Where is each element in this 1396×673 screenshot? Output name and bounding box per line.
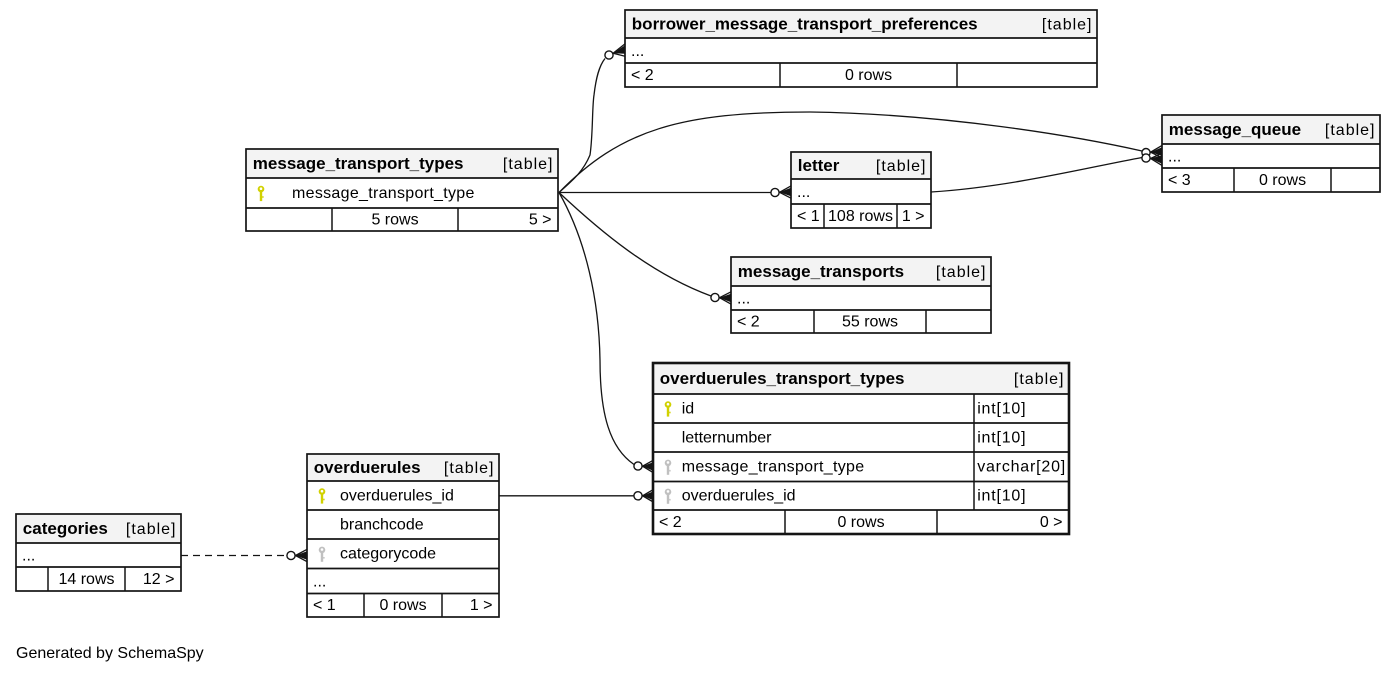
svg-text:0 rows: 0 rows — [379, 597, 426, 614]
svg-text:branchcode: branchcode — [340, 516, 424, 533]
svg-text:overduerules_transport_types: overduerules_transport_types — [660, 369, 905, 388]
svg-text:...: ... — [631, 43, 644, 60]
svg-text:0 rows: 0 rows — [845, 67, 892, 84]
svg-text:...: ... — [737, 291, 750, 308]
svg-text:[table]: [table] — [503, 156, 554, 173]
svg-text:5 >: 5 > — [529, 212, 552, 229]
svg-text:message_transports: message_transports — [738, 262, 904, 281]
svg-text:[table]: [table] — [936, 264, 987, 281]
svg-text:0 rows: 0 rows — [837, 514, 884, 531]
svg-text:id: id — [682, 400, 694, 417]
svg-text:letter: letter — [798, 156, 840, 175]
svg-text:1 >: 1 > — [902, 208, 925, 225]
svg-text:< 2: < 2 — [659, 514, 682, 531]
svg-text:message_transport_type: message_transport_type — [292, 185, 475, 202]
svg-text:[table]: [table] — [1325, 122, 1376, 139]
svg-text:[table]: [table] — [1014, 371, 1065, 388]
svg-text:categorycode: categorycode — [340, 546, 436, 563]
svg-text:[table]: [table] — [876, 158, 927, 175]
svg-text:int[10]: int[10] — [977, 400, 1026, 417]
svg-text:55 rows: 55 rows — [842, 314, 898, 331]
svg-text:...: ... — [797, 184, 810, 201]
svg-text:0 rows: 0 rows — [1259, 172, 1306, 189]
svg-text:overduerules: overduerules — [314, 458, 421, 477]
svg-text:...: ... — [313, 574, 326, 591]
svg-text:5 rows: 5 rows — [371, 212, 418, 229]
svg-text:borrower_message_transport_pre: borrower_message_transport_preferences — [632, 15, 978, 34]
svg-text:Generated by SchemaSpy: Generated by SchemaSpy — [16, 645, 204, 662]
svg-text:overduerules_id: overduerules_id — [682, 488, 796, 505]
svg-text:message_transport_type: message_transport_type — [682, 459, 865, 476]
svg-text:14 rows: 14 rows — [58, 571, 114, 588]
svg-text:0 >: 0 > — [1040, 514, 1063, 531]
svg-text:[table]: [table] — [126, 521, 177, 538]
svg-text:[table]: [table] — [1042, 17, 1093, 34]
svg-text:1 >: 1 > — [470, 597, 493, 614]
svg-text:int[10]: int[10] — [977, 488, 1026, 505]
svg-text:varchar[20]: varchar[20] — [977, 459, 1066, 476]
svg-text:int[10]: int[10] — [977, 429, 1026, 446]
svg-text:letternumber: letternumber — [682, 429, 772, 446]
svg-text:< 2: < 2 — [631, 67, 654, 84]
svg-text:...: ... — [22, 548, 35, 565]
svg-text:108 rows: 108 rows — [828, 208, 893, 225]
svg-text:12 >: 12 > — [143, 571, 175, 588]
svg-text:< 1: < 1 — [313, 597, 336, 614]
svg-text:message_queue: message_queue — [1169, 120, 1301, 139]
svg-text:message_transport_types: message_transport_types — [253, 154, 464, 173]
svg-text:[table]: [table] — [444, 460, 495, 477]
svg-text:overduerules_id: overduerules_id — [340, 487, 454, 504]
svg-text:...: ... — [1168, 149, 1181, 166]
svg-text:< 2: < 2 — [737, 314, 760, 331]
svg-text:< 3: < 3 — [1168, 172, 1191, 189]
svg-text:< 1: < 1 — [797, 208, 820, 225]
svg-text:categories: categories — [23, 519, 108, 538]
